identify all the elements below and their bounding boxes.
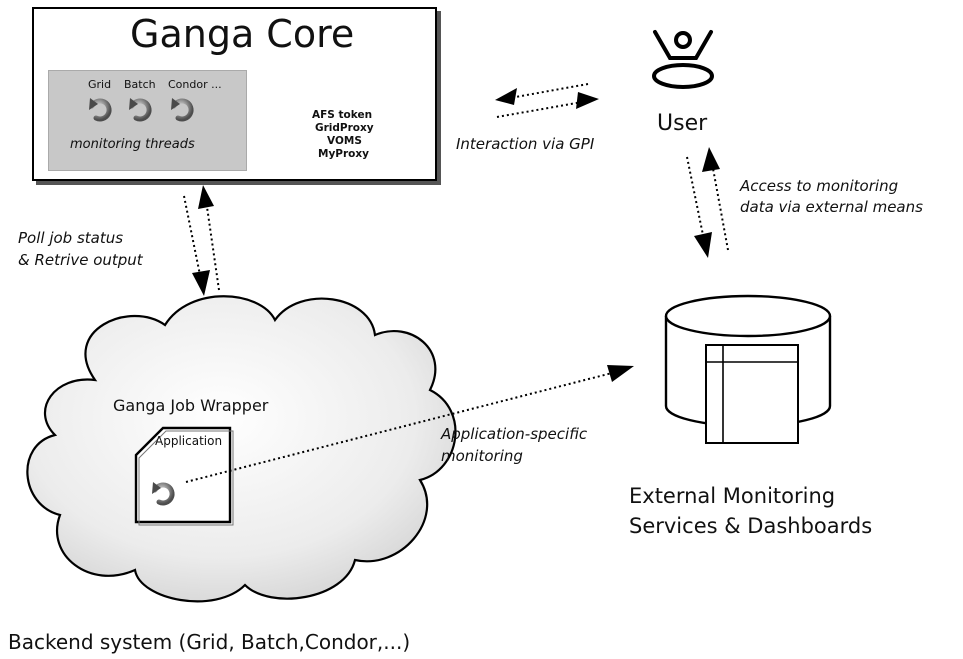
poll-status-label-line2: & Retrive output xyxy=(18,251,143,269)
access-monitoring-label-line2: data via external means xyxy=(740,198,923,216)
credential-myproxy: MyProxy xyxy=(318,148,369,160)
monitoring-database-icon xyxy=(664,294,832,444)
gpi-interaction-label: Interaction via GPI xyxy=(456,135,595,153)
ganga-core-title: Ganga Core xyxy=(130,12,355,56)
app-monitoring-label-line2: monitoring xyxy=(441,447,523,465)
refresh-icon-condor xyxy=(166,94,198,126)
credential-voms: VOMS xyxy=(327,135,362,147)
credential-afs-token: AFS token xyxy=(312,109,373,121)
monitoring-services-label-line1: External Monitoring xyxy=(629,484,836,508)
thread-label-batch: Batch xyxy=(124,78,156,91)
application-document xyxy=(134,426,234,526)
monitoring-threads-panel xyxy=(48,70,247,171)
monitoring-services-label-line2: Services & Dashboards xyxy=(629,514,873,538)
user-label: User xyxy=(657,111,708,136)
backend-system-label: Backend system (Grid, Batch,Condor,...) xyxy=(8,630,411,654)
poll-status-label-line1: Poll job status xyxy=(18,229,124,247)
arrowheads xyxy=(192,88,720,382)
credential-gridproxy: GridProxy xyxy=(315,122,374,134)
application-label: Application xyxy=(155,434,223,448)
thread-label-grid: Grid xyxy=(88,78,112,91)
access-monitoring-label-line1: Access to monitoring xyxy=(740,177,899,195)
backend-cloud xyxy=(26,295,457,603)
app-monitoring-label-line1: Application-specific xyxy=(441,425,588,443)
monitoring-threads-caption: monitoring threads xyxy=(70,137,195,152)
refresh-icon-grid xyxy=(84,94,116,126)
thread-label-condor: Condor ... xyxy=(168,78,222,91)
refresh-icon-batch xyxy=(124,94,156,126)
job-wrapper-title: Ganga Job Wrapper xyxy=(113,396,269,415)
user-icon xyxy=(652,30,714,89)
